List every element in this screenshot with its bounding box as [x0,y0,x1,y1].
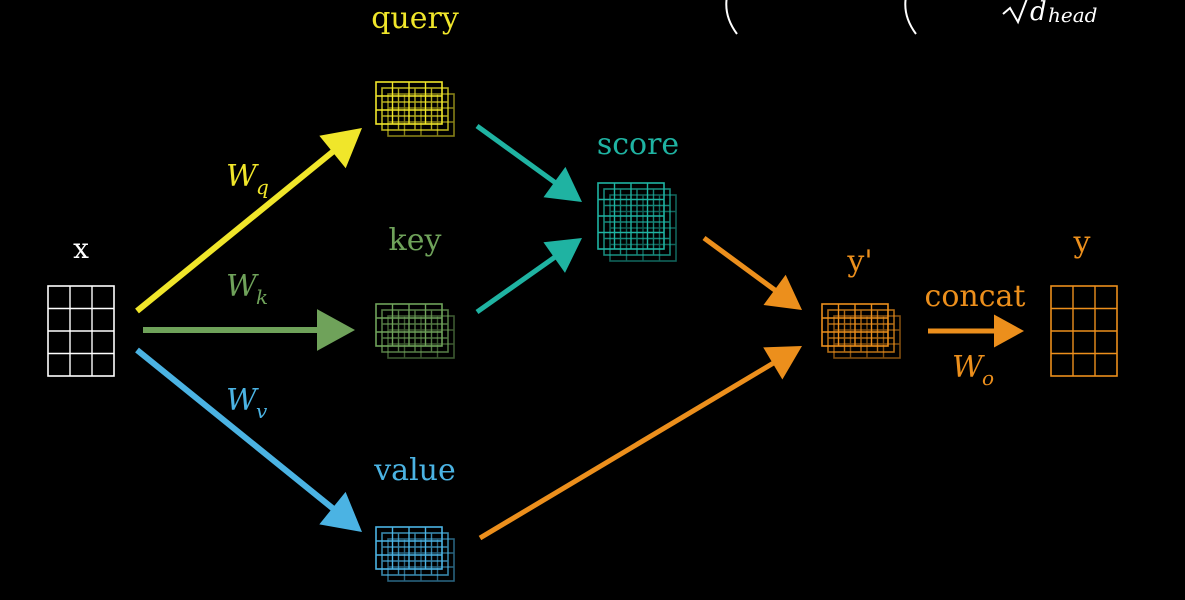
arrow-score-to-yprime [702,235,802,310]
weight-v-label: W v [226,383,268,423]
matrix-score [597,182,677,262]
arrow-concat [928,314,1024,348]
label-concat: concat [925,279,1026,314]
weight-v-symbol: W [226,383,259,418]
label-key: key [389,223,442,258]
arrows [135,123,1024,541]
label-x: x [73,232,89,265]
matrix-y-prime [821,303,901,359]
matrix-y-prime-layer-front [821,303,889,347]
weight-o-label: W o [952,350,994,390]
label-y: y [1073,225,1091,260]
formula-fragment: d head [725,0,1097,35]
label-value: value [373,453,456,488]
matrix-score-layer-front [597,182,665,250]
weight-k-subscript: k [256,285,268,309]
matrix-value-layer-front [375,526,443,570]
d-head-subscript: head [1048,3,1097,27]
matrix-y [1050,285,1118,377]
label-query: query [371,1,459,36]
arrow-x-to-query [135,128,362,314]
matrix-query [375,81,455,137]
weight-q-symbol: W [226,159,259,194]
matrix-query-layer-front [375,81,443,125]
matrix-key-layer-front [375,303,443,347]
d-head-symbol: d [1030,0,1047,27]
weight-q-subscript: q [256,175,269,199]
matrices [47,81,1118,582]
weight-k-label: W k [226,269,268,309]
matrix-y-prime-layer-mid [827,309,895,353]
arrow-value-to-yprime [478,346,802,541]
matrix-x [47,285,115,377]
arrow-x-to-key [143,309,355,351]
weight-v-subscript: v [256,399,268,423]
weight-o-subscript: o [982,366,994,390]
weight-o-symbol: W [952,350,985,385]
matrix-key [375,303,455,359]
sqrt-symbol [1002,0,1028,25]
arrow-x-to-value [135,347,362,532]
arrow-key-to-score [475,238,582,315]
matrix-value [375,526,455,582]
left-paren-2 [904,0,917,35]
weight-q-label: W q [226,159,269,199]
label-y-prime: y' [846,244,872,279]
weight-k-symbol: W [226,269,259,304]
arrow-query-to-score [475,123,582,202]
left-paren-1 [725,0,738,35]
label-score: score [597,127,679,162]
